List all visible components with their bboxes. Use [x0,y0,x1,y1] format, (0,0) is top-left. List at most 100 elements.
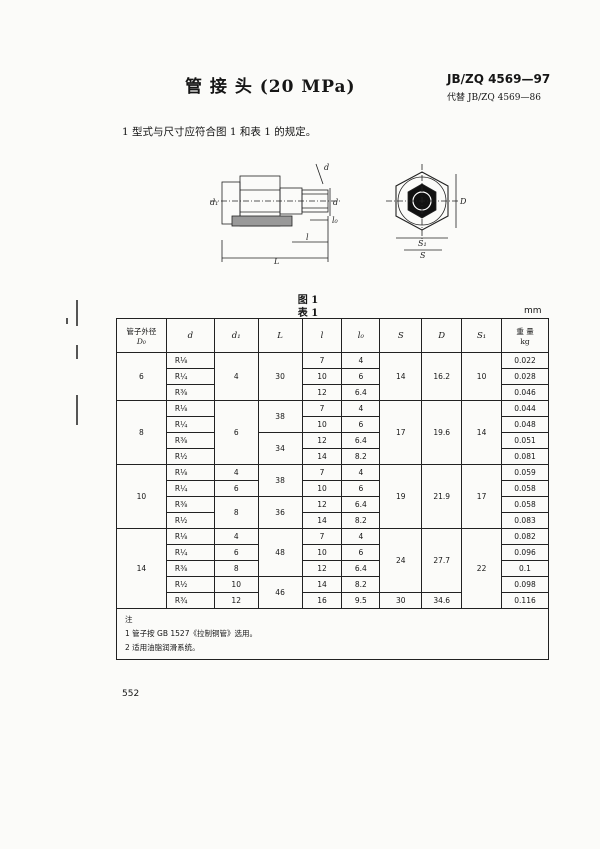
cell-L: 36 [257,496,303,529]
cell-l: 10 [301,480,343,497]
cell-weight: 0.1 [501,560,549,577]
table-row: R¼ 6 10 6 0.096 [117,544,549,561]
cell-d: R½ [165,512,215,529]
table-row: 6 R⅛ 4 30 7 4 14 16.2 10 0.022 [116,352,549,401]
cell-L: 38 [257,464,303,497]
cell-d: R¼ [165,368,215,385]
cell-weight: 0.044 [501,400,549,417]
cell-S1: 17 [461,464,503,529]
cell-S: 30 [379,592,423,609]
table-row: 10 R⅛ 4 38 7 4 19 21.9 17 0.059 [116,464,549,529]
cell-weight: 0.048 [501,416,549,433]
cell-d: R⅛ [165,400,215,417]
cell-weight: 0.082 [501,528,549,545]
notes-row: 注 1 管子按 GB 1527《拉制铜管》选用。 2 适用油脂润滑系统。 [116,608,549,660]
cell-weight: 0.059 [501,464,549,481]
cell-d: R¼ [165,544,215,561]
cell-S1: 22 [461,528,503,609]
cell-l: 14 [301,448,343,465]
table-row: R¼ 10 6 0.048 [117,416,549,433]
cell-d: R⅜ [165,384,215,401]
label-S: S [420,251,426,260]
cell-d: R¾ [165,592,215,609]
cell-d: R⅛ [165,464,215,481]
cell-d: R⅛ [165,528,215,545]
side-view [210,163,340,262]
cell-d: R⅜ [165,496,215,513]
table-row: R¼ 6 10 6 0.058 [117,480,549,497]
cell-S1: 10 [461,352,503,401]
notes-title: 注 [125,615,133,624]
cell-l0: 6.4 [341,432,381,449]
table-row: R½ 10 46 14 8.2 0.098 [117,576,549,609]
label-l: l [306,233,309,242]
header-d1: d₁ [213,318,259,353]
cell-weight: 0.046 [501,384,549,401]
label-L: L [273,257,279,266]
label-l0: l₀ [332,216,339,225]
figure-caption: 图 1 [297,295,319,306]
cell-L: 46 [257,576,303,609]
cell-weight: 0.116 [501,592,549,609]
cell-l: 7 [301,352,343,369]
label-d: d [333,198,338,207]
cell-l: 7 [301,400,343,417]
label-D: D [459,197,467,206]
cell-l0: 6.4 [341,384,381,401]
cell-l: 12 [301,496,343,513]
cell-d: R⅜ [165,560,215,577]
cell-l0: 4 [341,352,381,369]
cell-od: 10 [116,464,167,529]
page-number: 552 [122,689,140,699]
cell-D: 27.7 [421,528,463,593]
cell-od: 6 [116,352,167,401]
cell-weight: 0.022 [501,352,549,369]
document-title: 管 接 头 (20 MPa) [185,77,356,97]
cell-weight: 0.058 [501,496,549,513]
unit-label: mm [524,306,542,316]
cell-D: 21.9 [421,464,463,529]
table-row: R⅜ 12 6.4 0.046 [117,384,549,401]
cell-L: 34 [257,432,303,465]
cell-d1: 4 [213,464,259,481]
header-l: l [301,318,343,353]
table-row: R⅜ 34 12 6.4 0.051 [117,432,549,465]
table-row: R½ 14 8.2 0.081 [117,448,549,465]
cell-d1: 6 [213,480,259,497]
cell-l0: 6 [341,416,381,433]
cell-weight: 0.098 [501,576,549,593]
cell-l0: 8.2 [341,512,381,529]
table-caption: 表 1 [297,308,319,319]
cell-l: 12 [301,384,343,401]
section-1-text: 1 型式与尺寸应符合图 1 和表 1 的规定。 [122,126,317,138]
cell-l: 12 [301,560,343,577]
cell-l0: 6.4 [341,560,381,577]
cell-l: 10 [301,416,343,433]
fitting-drawing: L l l₀ d d d₁ S₁ S D [210,163,467,266]
cell-L: 48 [257,528,303,577]
cell-l: 16 [301,592,343,609]
cell-D: 16.2 [421,352,463,401]
cell-l0: 4 [341,528,381,545]
cell-l0: 8.2 [341,448,381,465]
cell-S: 19 [379,464,423,529]
cell-D: 34.6 [421,592,463,609]
cell-S: 24 [379,528,423,593]
cell-d1: 10 [213,576,259,593]
cell-l: 14 [301,576,343,593]
cell-S: 17 [379,400,423,465]
cell-weight: 0.058 [501,480,549,497]
cell-weight: 0.028 [501,368,549,385]
label-S1: S₁ [418,239,427,248]
cell-l: 10 [301,544,343,561]
header-l0: l₀ [341,318,381,353]
cell-S: 14 [379,352,423,401]
table-row: 14 R⅛ 4 48 7 4 24 27.7 22 0.082 [116,528,549,609]
cell-l: 7 [301,528,343,545]
header-S1: S₁ [461,318,503,353]
cell-od: 8 [116,400,167,465]
cell-d1: 8 [213,496,259,529]
cell-d: R¼ [165,480,215,497]
